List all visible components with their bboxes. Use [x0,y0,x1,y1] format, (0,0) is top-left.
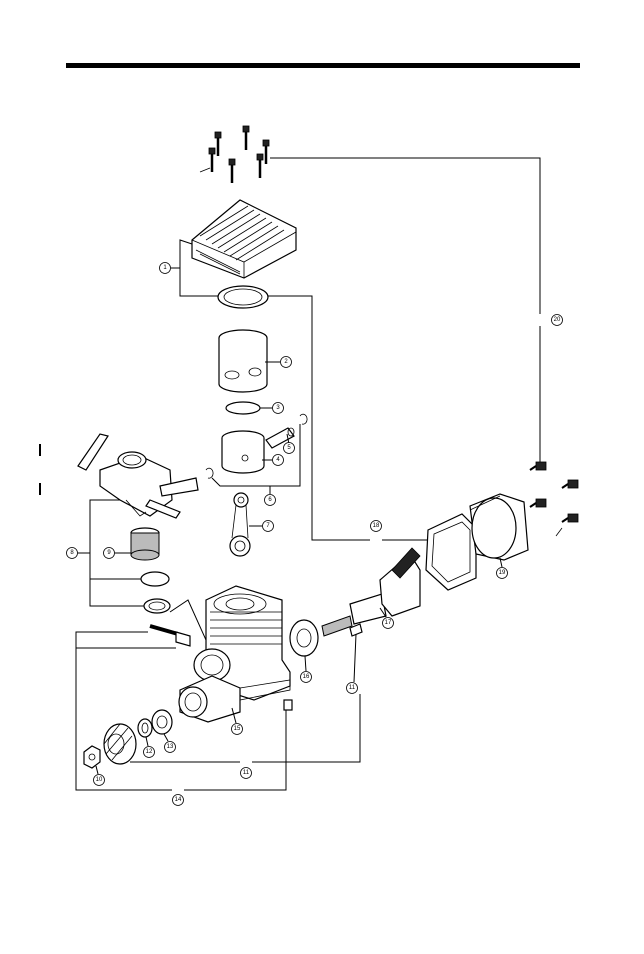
svg-text:18: 18 [373,523,380,529]
callout-1: 1 [160,263,171,274]
svg-text:19: 19 [499,570,506,576]
svg-text:10: 10 [96,777,103,783]
piston [222,431,264,473]
svg-text:15: 15 [234,726,241,732]
callout-17: 17 [383,618,394,629]
callout-3: 3 [273,403,284,414]
circlip-left [206,468,213,478]
circlip-right [300,414,307,424]
rear-plug [284,700,292,710]
callout-13: 13 [165,742,176,753]
carb-gasket-lower [144,599,170,613]
piston-ring [226,402,260,414]
cylinder-liner [219,330,267,392]
svg-text:11: 11 [349,685,356,691]
callout-18: 18 [371,521,382,532]
air-filter [131,528,159,560]
carb-gasket-upper [141,572,169,586]
svg-text:17: 17 [385,620,392,626]
head-bolts [200,126,269,183]
backplate-screws [530,462,578,536]
rear-bearing [152,710,172,734]
drive-hub [104,724,136,764]
connecting-rod [230,493,250,556]
svg-text:14: 14 [175,797,182,803]
crankshaft [322,548,420,636]
backplate-gasket [426,514,476,590]
callout-5: 5 [284,443,295,454]
callout-4: 4 [273,455,284,466]
carburetor [78,434,198,518]
cylinder-head [192,200,296,278]
callout-7: 7 [263,521,274,532]
callout-12: 12 [144,747,155,758]
callout-14: 14 [173,795,184,806]
svg-text:16: 16 [303,674,310,680]
backplate [470,494,528,560]
svg-text:20: 20 [554,317,561,323]
prop-washer [138,719,152,737]
callout-11-bottom: 11 [241,768,252,779]
callout-19: 19 [497,568,508,579]
svg-text:11: 11 [243,770,250,776]
callout-9: 9 [104,548,115,559]
callout-15: 15 [232,724,243,735]
front-bearing [290,620,318,656]
svg-text:12: 12 [146,749,153,755]
callout-11-crank: 11 [347,683,358,694]
prop-nut [84,746,100,768]
callout-10: 10 [94,775,105,786]
callout-6: 6 [265,495,276,506]
callout-16: 16 [301,672,312,683]
callout-8: 8 [67,548,78,559]
callout-20: 20 [552,315,563,326]
needle-valve [150,626,190,646]
crankcase [179,586,290,722]
callout-2: 2 [281,357,292,368]
svg-text:13: 13 [167,744,174,750]
